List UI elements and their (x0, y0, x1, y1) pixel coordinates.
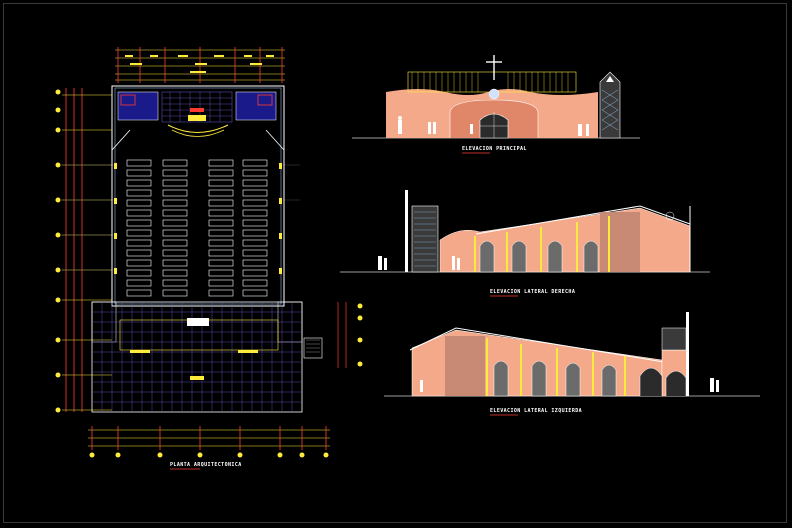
front-elevation-title: ELEVACION PRINCIPAL (462, 146, 527, 152)
left-elevation[interactable]: ELEVACION LATERAL IZQUIERDA (384, 312, 760, 416)
right-tower-pattern (414, 211, 436, 267)
rose-window (488, 88, 500, 100)
left-roof-line (409, 327, 665, 363)
right-elevation[interactable]: ELEVACION LATERAL DERECHA (340, 190, 710, 297)
right-figures (378, 256, 460, 270)
front-parapet-bars (411, 72, 569, 92)
plan-title: PLANTA ARQUITECTONICA (170, 462, 242, 468)
plan-top-dim-texts (125, 55, 274, 73)
floor-plan[interactable]: PLANTA ARQUITECTONICA (55, 47, 363, 470)
grid-bubbles-right (357, 303, 363, 367)
grid-axis-lines (60, 164, 300, 271)
front-figures (398, 116, 589, 136)
right-wall (439, 207, 691, 273)
cross-icon (486, 55, 502, 80)
right-elevation-title: ELEVACION LATERAL DERECHA (490, 289, 575, 295)
front-parapet (407, 71, 577, 93)
columns (114, 163, 282, 274)
left-elevation-title: ELEVACION LATERAL IZQUIERDA (490, 408, 582, 414)
nave-walls (111, 85, 285, 307)
right-roof-line (475, 205, 691, 235)
left-pilasters (486, 338, 626, 396)
front-elevation[interactable]: ELEVACION PRINCIPAL (352, 55, 640, 154)
right-end-ornament (665, 211, 675, 221)
plan-right-dimensions (337, 302, 347, 368)
sanctuary (111, 91, 285, 151)
bell-tower-pattern (601, 89, 619, 131)
left-tower (661, 327, 687, 351)
left-mast (686, 312, 689, 396)
main-door-frame (480, 112, 508, 138)
right-arched-windows (479, 240, 599, 273)
right-pilasters (474, 216, 610, 272)
left-annex-arch-1 (639, 367, 663, 396)
grid-bubbles-left (55, 89, 61, 413)
right-tower (411, 205, 439, 273)
plan-left-dim-ticks (62, 94, 112, 411)
plan-bottom-dim-ticks (91, 426, 327, 450)
left-figures (420, 378, 719, 392)
pews (126, 159, 268, 297)
left-annex-arch-2 (665, 370, 687, 396)
right-wall-shade (600, 212, 640, 272)
plan-bottom-dimensions (88, 429, 330, 447)
left-arched-windows (493, 360, 617, 397)
plan-left-dimensions (65, 88, 83, 412)
right-mast (405, 190, 408, 272)
atrium (91, 301, 323, 413)
grid-bubbles-bottom (89, 452, 329, 458)
bell-tower-top (606, 76, 614, 82)
left-wall-shade (445, 336, 485, 396)
